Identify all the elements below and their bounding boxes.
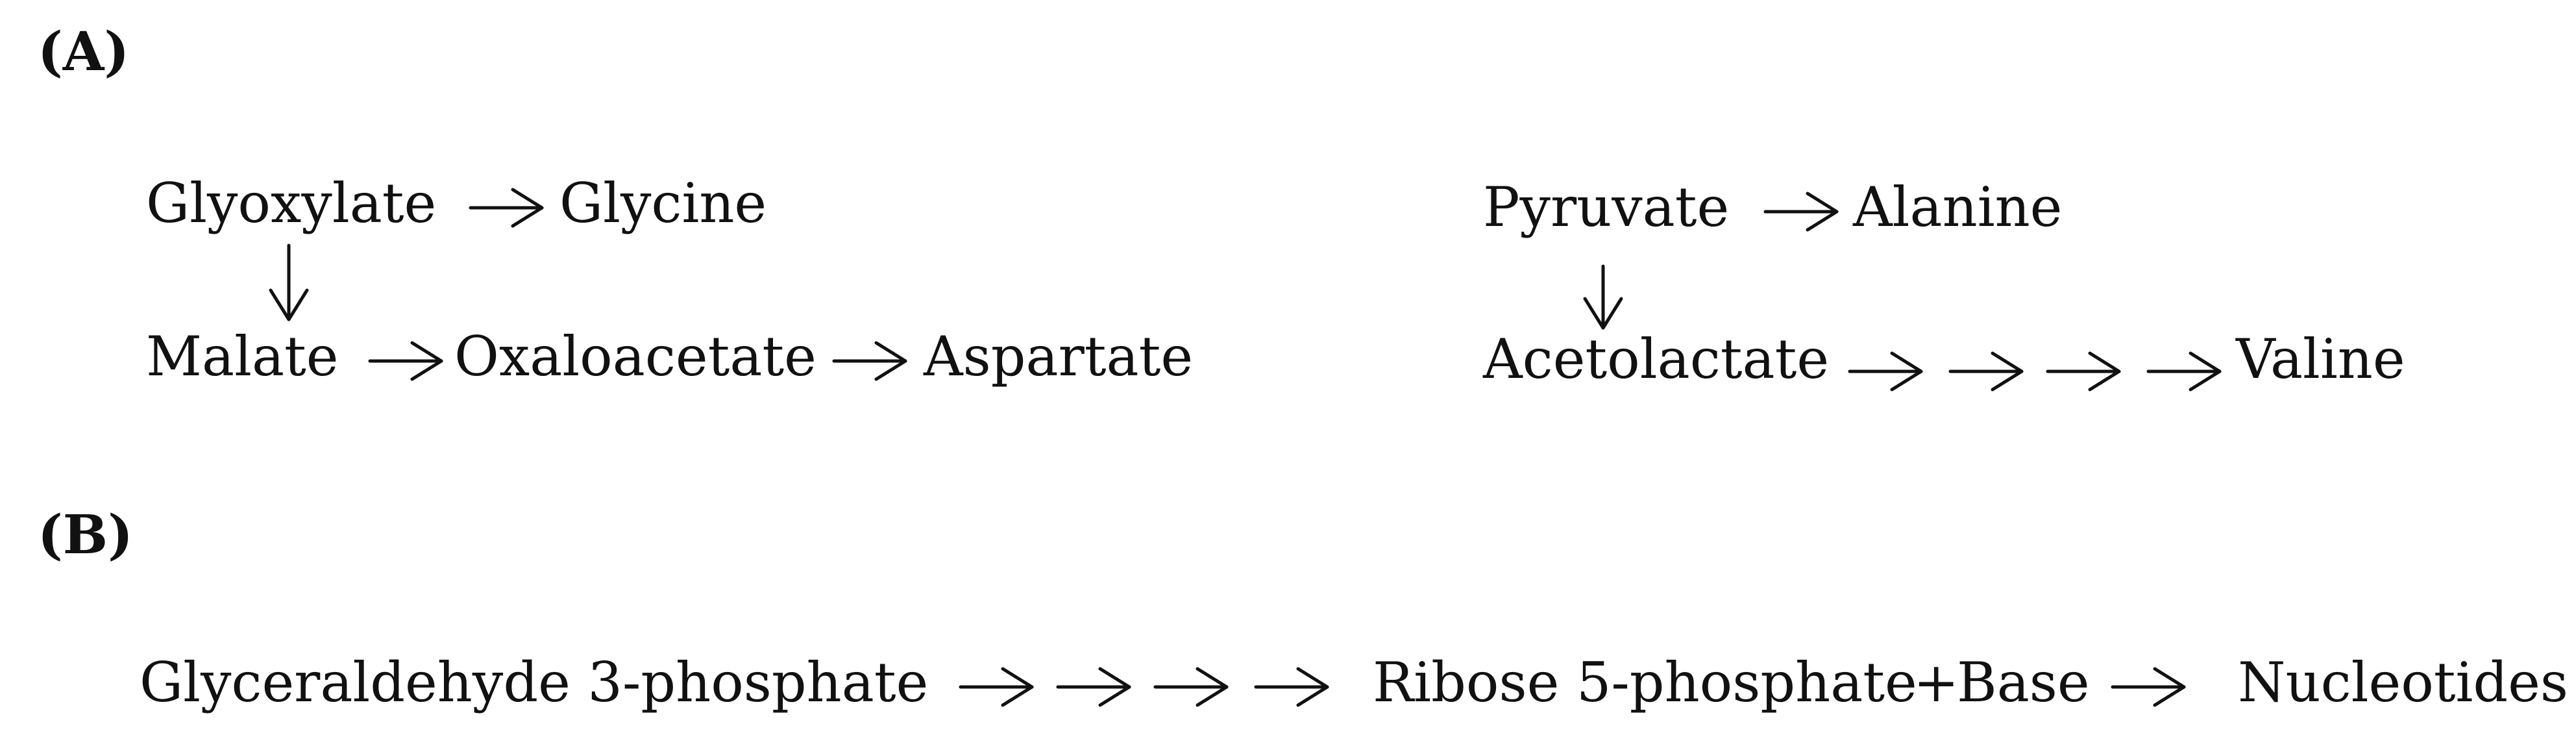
node-ribose-5-phosphate: Ribose 5-phosphate bbox=[1373, 651, 1917, 714]
node-acetolactate: Acetolactate bbox=[1482, 327, 1829, 391]
node-valine: Valine bbox=[2235, 327, 2405, 391]
node-base: Base bbox=[1957, 651, 2090, 714]
arrow-acetolactate-step-4 bbox=[2146, 351, 2222, 392]
arrow-pyruvate-alanine bbox=[1763, 192, 1839, 232]
arrow-base-nucleotides bbox=[2111, 667, 2186, 707]
node-malate: Malate bbox=[146, 325, 339, 388]
arrow-gap-step-1 bbox=[959, 667, 1034, 707]
node-nucleotides: Nucleotides bbox=[2238, 651, 2568, 714]
node-glyoxylate: Glyoxylate bbox=[146, 171, 436, 235]
arrow-glyoxylate-glycine bbox=[469, 188, 544, 228]
arrow-pyruvate-acetolactate bbox=[1583, 264, 1623, 330]
arrow-glyoxylate-malate bbox=[269, 243, 309, 321]
panel-b-label: (B) bbox=[38, 504, 133, 566]
panel-a-label: (A) bbox=[38, 21, 129, 83]
plus-sign: + bbox=[1913, 651, 1959, 714]
arrow-gap-step-3 bbox=[1153, 667, 1229, 707]
arrow-gap-step-2 bbox=[1056, 667, 1131, 707]
arrow-malate-oxaloacetate bbox=[368, 341, 443, 381]
arrow-acetolactate-step-3 bbox=[2046, 351, 2121, 392]
arrow-oxaloacetate-aspartate bbox=[832, 341, 907, 381]
arrow-acetolactate-step-1 bbox=[1848, 351, 1923, 392]
node-oxaloacetate: Oxaloacetate bbox=[454, 325, 816, 388]
arrow-gap-step-4 bbox=[1254, 667, 1329, 707]
arrow-acetolactate-step-2 bbox=[1948, 351, 2024, 392]
node-pyruvate: Pyruvate bbox=[1483, 175, 1729, 239]
node-glycine: Glycine bbox=[559, 171, 767, 235]
node-alanine: Alanine bbox=[1852, 175, 2062, 239]
node-aspartate: Aspartate bbox=[923, 325, 1193, 388]
node-glyceraldehyde-3-phosphate: Glyceraldehyde 3-phosphate bbox=[140, 651, 928, 714]
